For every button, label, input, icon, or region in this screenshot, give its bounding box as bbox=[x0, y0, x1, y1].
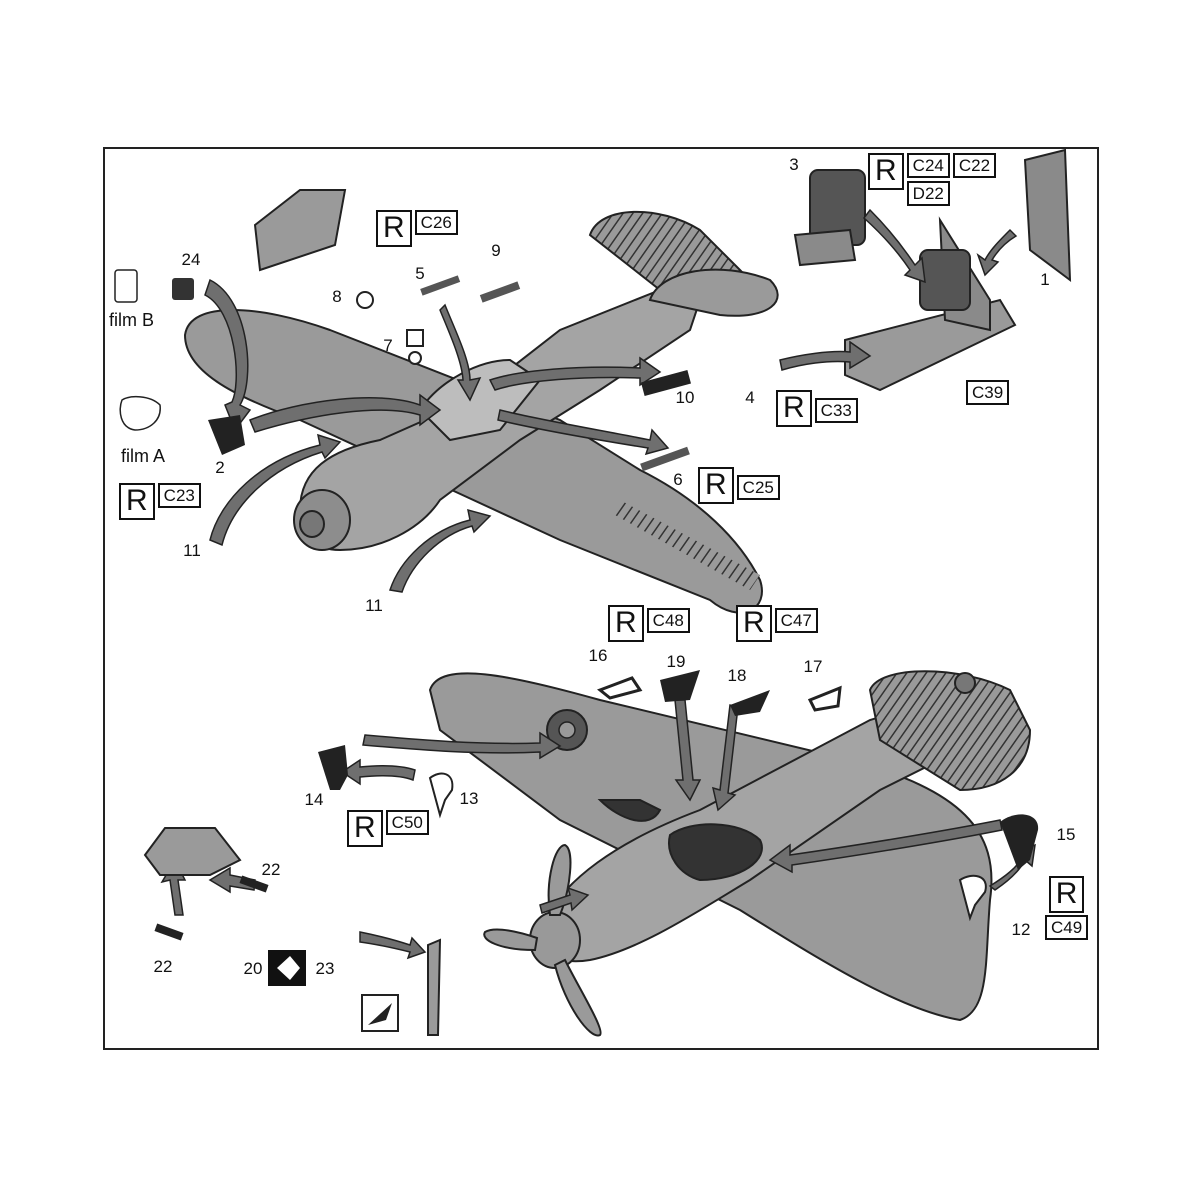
part-number-19: 19 bbox=[666, 652, 686, 671]
part-18 bbox=[730, 690, 770, 716]
r-marker: R bbox=[1048, 876, 1085, 913]
part-2 bbox=[208, 415, 245, 455]
part-number-17: 17 bbox=[803, 657, 823, 676]
film-a-icon bbox=[119, 395, 161, 431]
r-marker: R bbox=[376, 210, 412, 247]
part-9 bbox=[479, 281, 521, 303]
knife-icon bbox=[361, 994, 399, 1032]
part-22 bbox=[239, 875, 269, 893]
film-a-label: film A bbox=[121, 446, 166, 466]
film-b-label: film B bbox=[109, 310, 154, 330]
part-number-24: 24 bbox=[181, 250, 201, 269]
part-number-8: 8 bbox=[332, 287, 342, 306]
r-marker: R bbox=[608, 605, 644, 642]
part-1-panel bbox=[1023, 148, 1072, 283]
ref-c24-c22-d22: R C24 C22 D22 bbox=[868, 153, 997, 206]
small-parts bbox=[114, 269, 1039, 1036]
ref-c47: R C47 bbox=[736, 605, 818, 642]
r-marker: R bbox=[736, 605, 772, 642]
prop-blade bbox=[483, 928, 539, 952]
code-c33: C33 bbox=[814, 398, 858, 423]
part-13 bbox=[428, 772, 454, 819]
code-c24: C24 bbox=[906, 153, 950, 178]
part-number-5: 5 bbox=[415, 264, 425, 283]
code-c25: C25 bbox=[736, 475, 780, 500]
part-8 bbox=[356, 291, 374, 309]
assembly-arrows bbox=[160, 208, 1036, 960]
part-22-lower bbox=[154, 923, 184, 941]
code-d22: D22 bbox=[906, 181, 950, 206]
part-7 bbox=[406, 329, 424, 347]
top-fin bbox=[648, 268, 779, 317]
code-c47: C47 bbox=[774, 608, 818, 633]
ref-c49: R C49 bbox=[1045, 876, 1089, 940]
part-number-23: 23 bbox=[315, 959, 335, 978]
bottom-aircraft bbox=[428, 670, 1032, 1037]
part-number-16: 16 bbox=[588, 646, 608, 665]
part-number-10: 10 bbox=[675, 388, 695, 407]
part-number-4: 4 bbox=[745, 388, 755, 407]
part-number-12: 12 bbox=[1011, 920, 1031, 939]
code-c22: C22 bbox=[952, 153, 997, 178]
ref-c26: R C26 bbox=[376, 210, 458, 247]
part-number-9: 9 bbox=[491, 241, 501, 260]
gear-leg bbox=[597, 799, 662, 822]
tail-wheel bbox=[954, 672, 976, 694]
r-marker: R bbox=[698, 467, 734, 504]
code-c50: C50 bbox=[385, 810, 429, 835]
code-c23: C23 bbox=[157, 483, 201, 508]
part-23-lever bbox=[427, 938, 442, 1036]
part-22-cover bbox=[143, 827, 242, 876]
part-number-11-lower: 11 bbox=[365, 596, 383, 615]
ref-c48: R C48 bbox=[608, 605, 690, 642]
part-number-22: 22 bbox=[261, 860, 281, 879]
part-6 bbox=[640, 446, 690, 472]
part-number-14: 14 bbox=[304, 790, 324, 809]
ref-c25: R C25 bbox=[698, 467, 780, 504]
bottom-fuselage bbox=[538, 688, 1012, 963]
part-24 bbox=[172, 278, 194, 300]
code-c26: C26 bbox=[414, 210, 458, 235]
part-16 bbox=[597, 676, 643, 700]
r-marker: R bbox=[776, 390, 812, 427]
ref-c23: R C23 bbox=[119, 483, 201, 520]
part-number-20: 20 bbox=[243, 959, 263, 978]
part-number-13: 13 bbox=[459, 789, 479, 808]
frame-detail bbox=[253, 189, 347, 272]
part-19 bbox=[660, 670, 700, 702]
part-number-7: 7 bbox=[383, 336, 393, 355]
seat-base bbox=[793, 228, 857, 267]
part-number-18: 18 bbox=[727, 666, 747, 685]
gear-well bbox=[668, 823, 763, 882]
r-marker: R bbox=[119, 483, 155, 520]
part-number-22-lower: 22 bbox=[153, 957, 173, 976]
part-12 bbox=[958, 874, 987, 922]
code-c48: C48 bbox=[646, 608, 690, 633]
part-number-6: 6 bbox=[673, 470, 683, 489]
film-b-icon bbox=[114, 269, 138, 303]
seat-installed bbox=[919, 249, 971, 311]
r-marker: R bbox=[868, 153, 904, 190]
prop-blade bbox=[553, 958, 602, 1037]
part-number-11: 11 bbox=[183, 541, 201, 560]
ref-c50: R C50 bbox=[347, 810, 429, 847]
ref-c33: R C33 bbox=[776, 390, 858, 427]
part-17 bbox=[807, 685, 842, 712]
part-15 bbox=[1000, 814, 1039, 870]
r-marker: R bbox=[347, 810, 383, 847]
part-number-1: 1 bbox=[1040, 270, 1050, 289]
code-c49: C49 bbox=[1045, 915, 1089, 940]
code-c39: C39 bbox=[966, 380, 1010, 405]
part-number-15: 15 bbox=[1056, 825, 1076, 844]
part-5 bbox=[420, 275, 461, 296]
part-number-2: 2 bbox=[215, 458, 225, 477]
part-14 bbox=[318, 745, 348, 790]
cockpit-floor-assembly bbox=[793, 148, 1072, 392]
part-number-3: 3 bbox=[789, 155, 799, 174]
bottom-tailplane bbox=[868, 670, 1032, 792]
part-10 bbox=[641, 370, 691, 396]
